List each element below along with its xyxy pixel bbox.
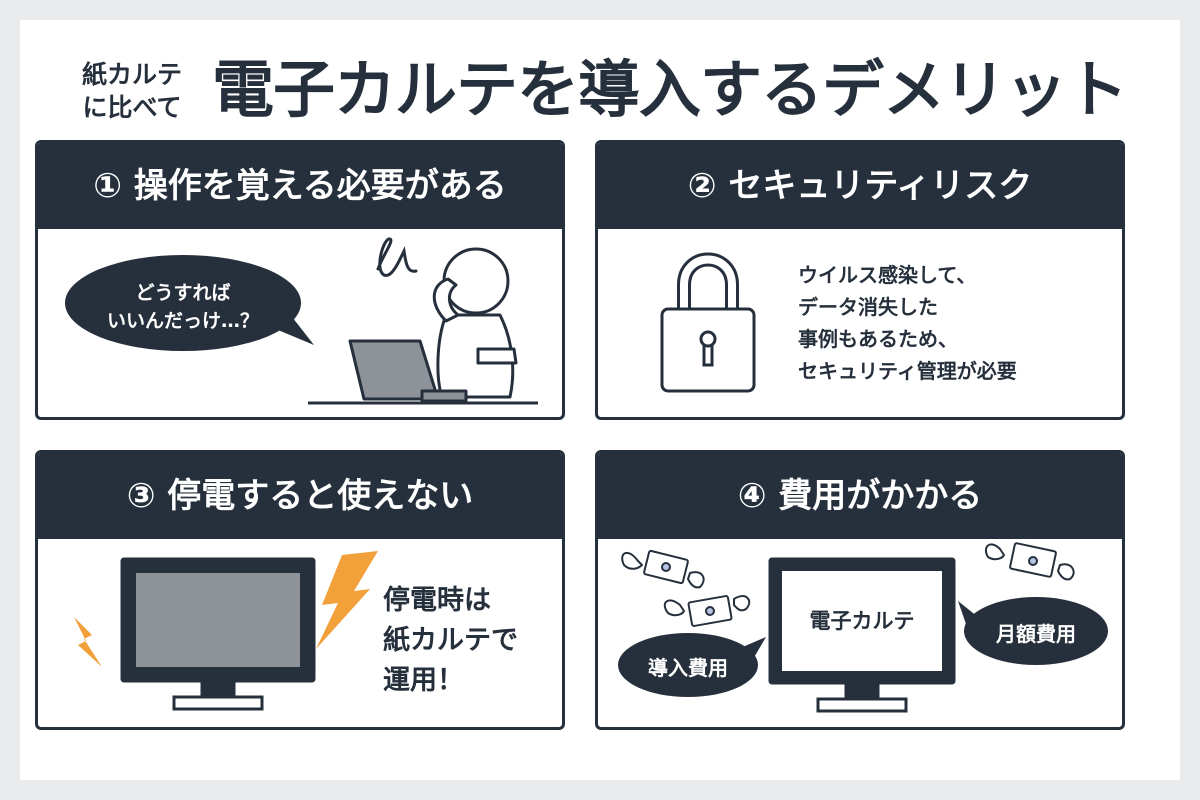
- flying-money-icon: [663, 595, 751, 627]
- panel-learning-curve: ① 操作を覚える必要がある どうすれば いいんだっけ: [35, 140, 565, 420]
- speech-bubble-icon: [958, 597, 1108, 665]
- speech-text: どうすれば いいんだっけ…？: [90, 279, 276, 335]
- monthly-cost-label: 月額費用: [996, 622, 1076, 646]
- initial-cost-label: 導入費用: [648, 656, 728, 680]
- panel-heading: ③ 停電すると使えない: [38, 453, 562, 539]
- panel-heading: ④ 費用がかかる: [598, 453, 1122, 539]
- security-description: ウイルス感染して、 データ消失した 事例もあるため、 セキュリティ管理が必要: [798, 259, 1017, 387]
- scribble-icon: [376, 237, 418, 277]
- panel-body: 電子カルテ 導入費用 月額費用: [598, 539, 1122, 727]
- laptop-icon: [348, 339, 468, 403]
- description-line: セキュリティ管理が必要: [798, 359, 1017, 383]
- sub-title: 紙カルテ に比べて: [52, 58, 212, 124]
- speech-line: どうすれば: [135, 282, 231, 304]
- description-line: データ消失した: [798, 295, 938, 319]
- sub-title-line: 紙カルテ: [81, 60, 182, 89]
- panel-illustration: [74, 551, 378, 711]
- speech-line: いいんだっけ…？: [106, 310, 259, 332]
- panel-body: 停電時は 紙カルテで 運用！: [38, 539, 562, 727]
- monitor-screen-label: 電子カルテ: [809, 609, 915, 633]
- description-line: 運用！: [383, 665, 464, 696]
- panel-power-outage: ③ 停電すると使えない 停電時は 紙カルテで 運用！: [35, 450, 565, 730]
- description-line: 停電時は: [383, 585, 491, 616]
- description-line: 紙カルテで: [383, 625, 518, 656]
- description-line: ウイルス感染して、: [798, 263, 977, 287]
- panel-heading: ① 操作を覚える必要がある: [38, 143, 562, 229]
- panel-security-risk: ② セキュリティリスク ウイルス感染して、 データ消失した 事例もあるため、 セ…: [595, 140, 1125, 420]
- outage-description: 停電時は 紙カルテで 運用！: [383, 581, 518, 701]
- panel-body: ウイルス感染して、 データ消失した 事例もあるため、 セキュリティ管理が必要: [598, 229, 1122, 417]
- main-title: 電子カルテを導入するデメリット: [212, 53, 1128, 126]
- lightning-bolt-icon: [74, 617, 102, 667]
- panel-illustration: [618, 542, 1108, 713]
- monitor-icon: [768, 557, 956, 713]
- flying-money-icon: [984, 542, 1075, 581]
- flying-money-icon: [621, 549, 705, 589]
- padlock-icon: [660, 252, 756, 393]
- speech-bubble-icon: [65, 255, 314, 351]
- speech-bubble-icon: [618, 633, 766, 697]
- monitor-icon: [120, 557, 316, 711]
- confused-person-icon: [432, 247, 518, 399]
- header: 紙カルテ に比べて 電子カルテを導入するデメリット: [20, 20, 1180, 160]
- panel-heading: ② セキュリティリスク: [598, 143, 1122, 229]
- panel-costs: ④ 費用がかかる: [595, 450, 1125, 730]
- sub-title-line: に比べて: [82, 93, 182, 122]
- description-line: 事例もあるため、: [798, 327, 958, 351]
- panel-illustration: [65, 237, 538, 405]
- lightning-bolt-icon: [316, 551, 378, 649]
- panel-body: どうすれば いいんだっけ…？: [38, 229, 562, 417]
